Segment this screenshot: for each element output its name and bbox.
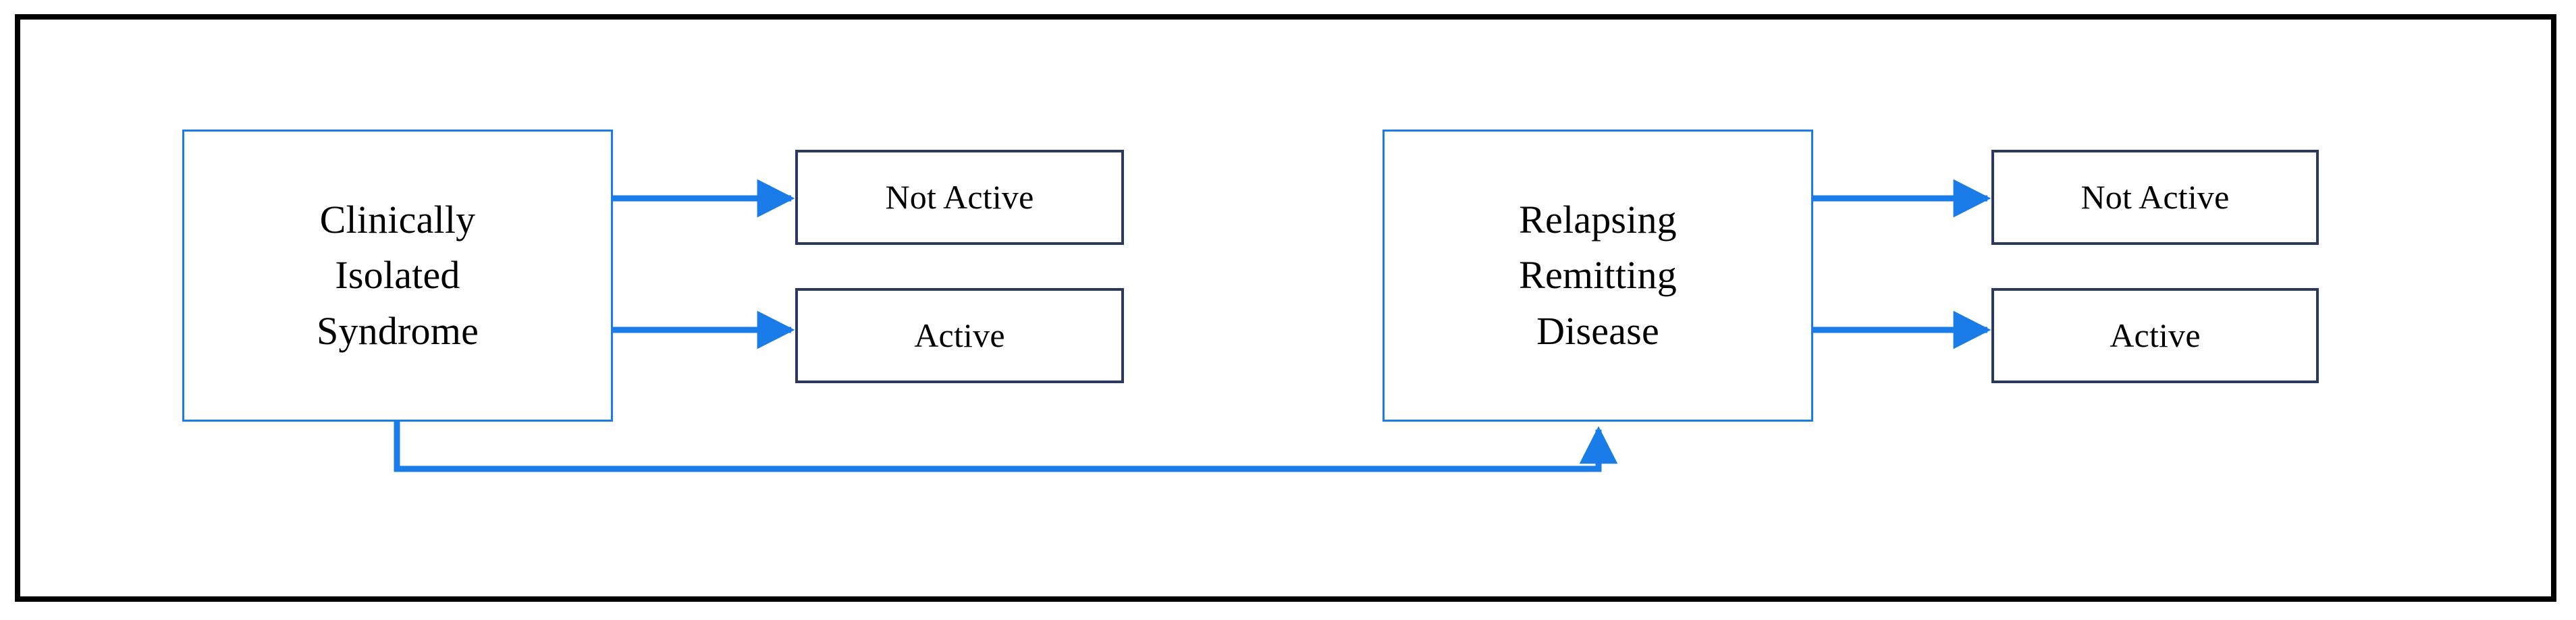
- node-cis-not-active[interactable]: Not Active: [795, 150, 1124, 245]
- figure-outer-frame: [15, 14, 2556, 602]
- node-relapsing-remitting-disease[interactable]: Relapsing Remitting Disease: [1383, 130, 1813, 422]
- node-label-clinically-isolated-syndrome: Clinically Isolated Syndrome: [316, 197, 479, 353]
- node-cis-active[interactable]: Active: [795, 288, 1124, 383]
- node-label-cis-active: Active: [914, 316, 1005, 354]
- node-label-rrd-not-active: Not Active: [2081, 178, 2230, 216]
- node-clinically-isolated-syndrome[interactable]: Clinically Isolated Syndrome: [182, 130, 613, 422]
- node-rrd-not-active[interactable]: Not Active: [1991, 150, 2319, 245]
- node-label-rrd-active: Active: [2110, 316, 2201, 354]
- node-label-cis-not-active: Not Active: [885, 178, 1034, 216]
- node-label-relapsing-remitting-disease: Relapsing Remitting Disease: [1519, 197, 1677, 353]
- arrow-cis-to-rrd-feedback: [394, 422, 1618, 472]
- node-rrd-active[interactable]: Active: [1991, 288, 2319, 383]
